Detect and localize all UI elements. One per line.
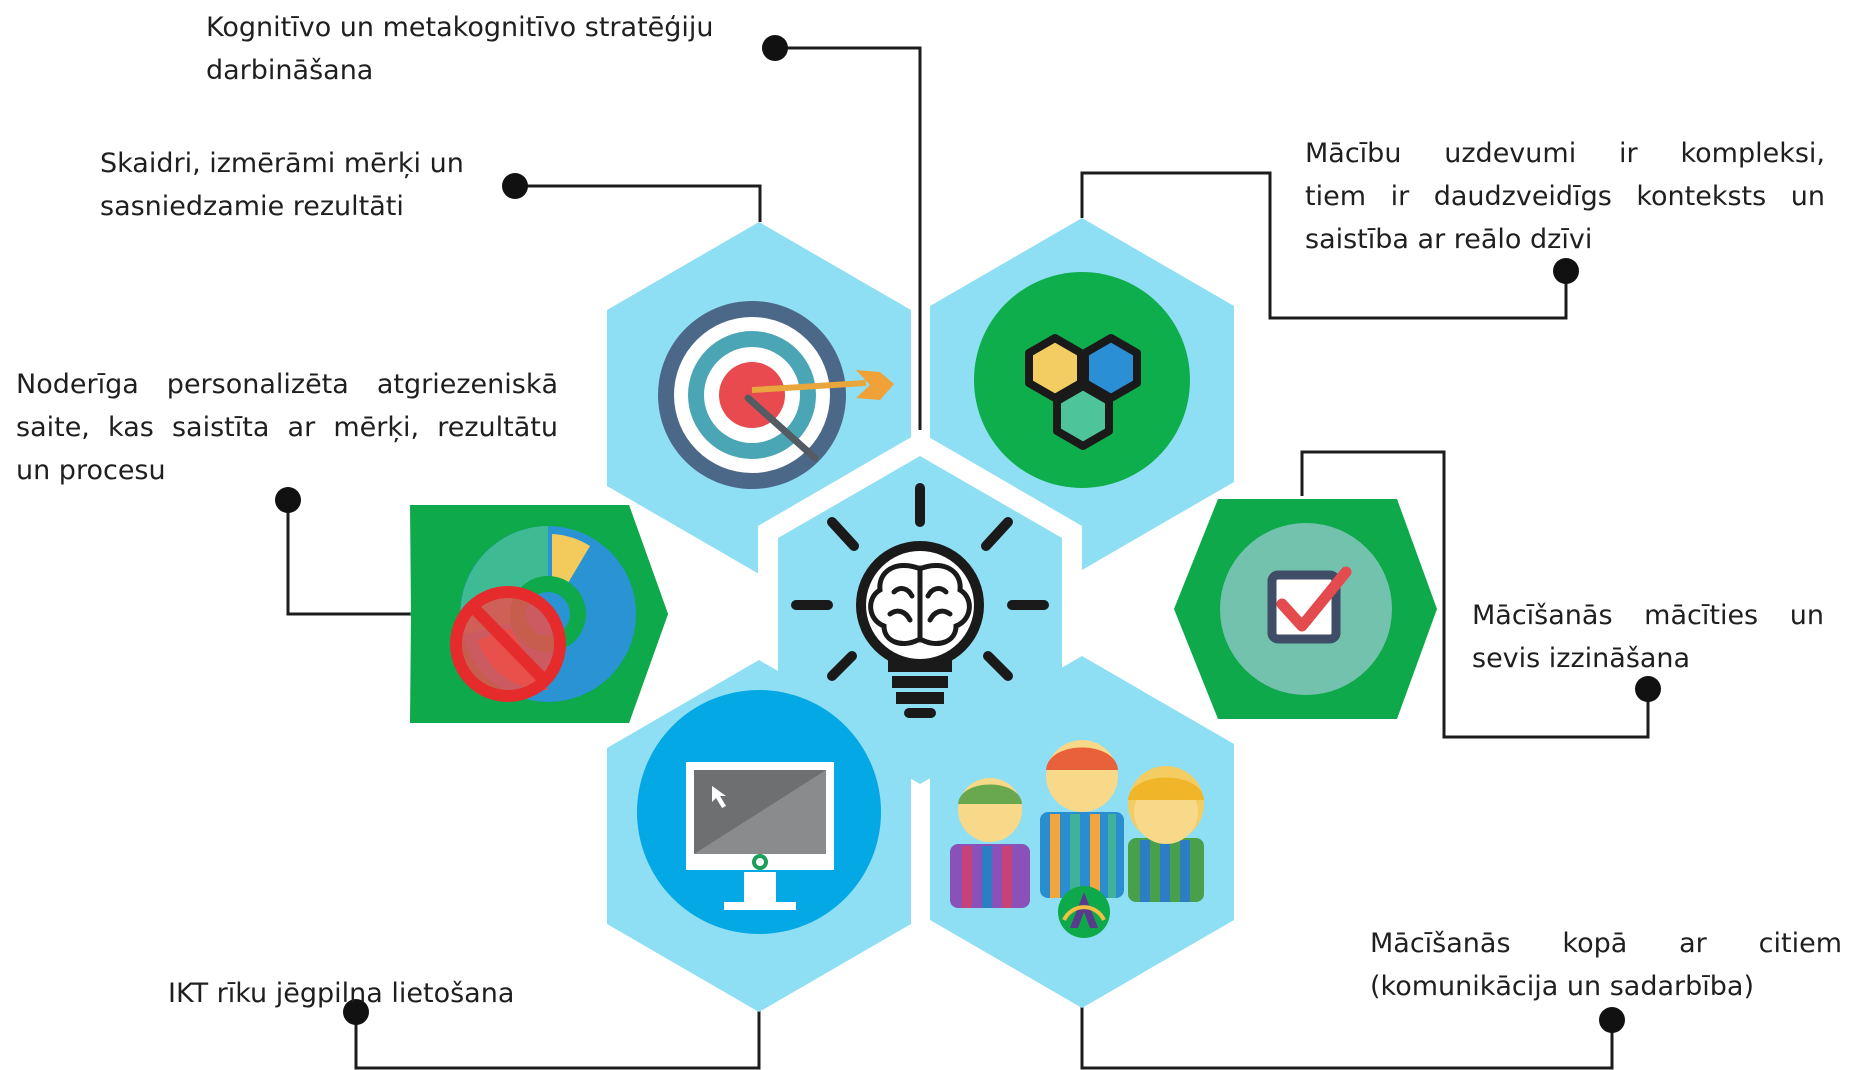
label-cognitive-line-2: darbināšana [206,55,374,86]
pie-chart-icon [450,526,636,702]
label-selfstudy-line-2: sevis izzināšana [1472,643,1691,674]
label-complex: Mācību uzdevumi ir kompleksi, tiem ir da… [1305,132,1825,261]
hex-together [930,656,1234,1008]
label-cognitive-line-1: Kognitīvo un metakognitīvo stratēģiju [206,12,714,43]
label-complex-line-1: Mācību uzdevumi ir kompleksi, [1305,138,1825,169]
connector-dots [275,35,1661,1033]
label-complex-line-3: saistība ar reālo dzīvi [1305,224,1593,255]
label-goals: Skaidri, izmērāmi mērķi un sasniedzamie … [100,142,510,228]
label-together-line-2: (komunikācija un sadarbība) [1370,971,1754,1002]
connector-lines [286,46,1650,1070]
label-goals-line-1: Skaidri, izmērāmi mērķi un [100,148,464,179]
connector-ict [354,972,761,1070]
lightbulb-brain-icon [791,483,1049,718]
label-selfstudy-line-1: Mācīšanās mācīties un [1472,600,1824,631]
label-feedback-line-3: un procesu [16,455,166,486]
label-feedback-line-2: saite, kas saistīta ar mērķi, rezultātu [16,412,558,443]
label-selfstudy: Mācīšanās mācīties un sevis izzināšana [1472,594,1824,680]
dot-cognitive [762,35,788,61]
label-ict-line-1: IKT rīku jēgpilna lietošana [168,978,515,1009]
label-feedback: Noderīga personalizēta atgriezeniskā sai… [16,363,558,492]
dot-feedback [275,487,301,513]
dot-complex [1553,258,1579,284]
label-together: Mācīšanās kopā ar citiem (komunikācija u… [1370,922,1842,1008]
label-cognitive: Kognitīvo un metakognitīvo stratēģiju da… [206,6,766,92]
people-group-icon [950,740,1204,938]
connector-selfstudy [1300,450,1650,739]
hex-feedback [410,505,668,723]
dot-together [1599,1007,1625,1033]
connector-complex [1080,171,1568,320]
label-together-line-1: Mācīšanās kopā ar citiem [1370,928,1842,959]
hexagon-cluster-icon [1025,334,1141,450]
connector-goals [515,184,762,222]
brain-icon [868,563,972,646]
dot-goals [502,173,528,199]
connector-feedback [286,500,460,616]
connector-together [1080,998,1614,1070]
hex-selfstudy [1174,499,1437,719]
label-goals-line-2: sasniedzamie rezultāti [100,191,404,222]
computer-monitor-icon [686,762,834,910]
dot-ict [343,999,369,1025]
label-feedback-line-1: Noderīga personalizēta atgriezeniskā [16,369,558,400]
label-complex-line-2: tiem ir daudzveidīgs konteksts un [1305,181,1825,212]
label-ict: IKT rīku jēgpilna lietošana [168,972,588,1015]
connector-cognitive [775,46,922,430]
dot-selfstudy [1635,676,1661,702]
target-arrow-icon [658,301,894,489]
hex-ict [607,660,911,1012]
checkbox-icon [1267,566,1352,644]
